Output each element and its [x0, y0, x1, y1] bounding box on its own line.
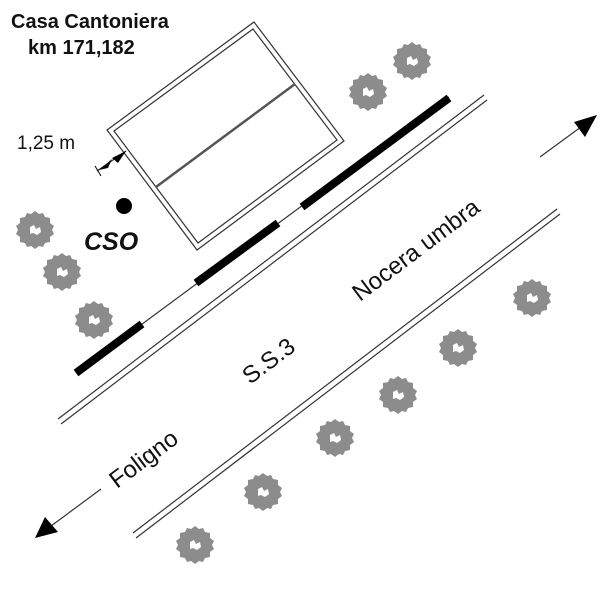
direction-label-nocera: Nocera umbra: [347, 193, 485, 306]
tree-icon: [379, 376, 417, 414]
cso-point-marker: [116, 198, 132, 214]
tree-icon: [349, 73, 387, 111]
road-edge-south: [132, 208, 561, 539]
trees: [16, 42, 551, 564]
road-edge-north: [57, 94, 488, 425]
tree-icon: [316, 419, 354, 457]
tree-icon: [75, 301, 113, 339]
tree-icon: [393, 42, 431, 80]
arrow-to-nocera: [539, 115, 597, 158]
distance-label: 1,25 m: [17, 133, 75, 154]
direction-label-foligno: Foligno: [104, 425, 183, 494]
tree-icon: [176, 526, 214, 564]
building-name-label: Casa Cantoniera: [11, 11, 170, 33]
arrow-to-foligno: [35, 488, 102, 538]
fence-line: [73, 94, 452, 377]
arrowhead-icon: [574, 115, 597, 137]
building: [106, 21, 345, 251]
arrowhead-icon: [112, 151, 126, 163]
building-outline-outer: [106, 21, 345, 251]
tree-icon: [16, 211, 54, 249]
building-km-label: km 171,182: [28, 37, 135, 59]
tree-icon: [439, 329, 477, 367]
building-ridge: [155, 82, 296, 189]
dimension-marker: [94, 150, 127, 177]
building-outline-inner: [113, 28, 338, 244]
cso-label: CSO: [84, 228, 139, 256]
tree-icon: [43, 253, 81, 291]
road-name-label: S.S.3: [237, 333, 300, 390]
arrowhead-icon: [35, 517, 58, 538]
tree-icon: [244, 473, 282, 511]
tree-icon: [513, 279, 551, 317]
arrowhead-icon: [99, 159, 112, 170]
